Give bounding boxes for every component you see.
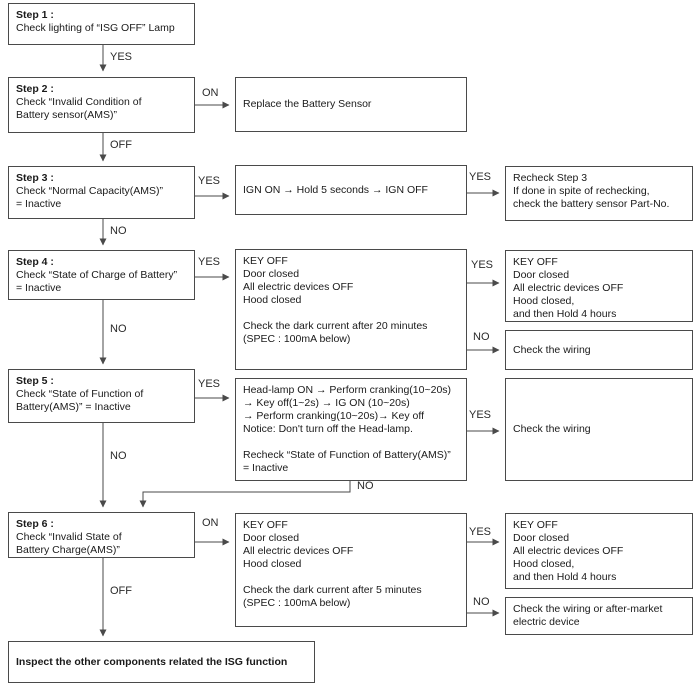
box-wiring-aftermarket: Check the wiring or after-market electri… [505,597,693,635]
hold4a-text-3: All electric devices OFF [513,282,624,294]
recheck3-text-2: If done in spite of rechecking, [513,185,650,197]
step4-title: Step 4 : [16,256,54,268]
hold4b-text-1: KEY OFF [513,519,558,531]
box-step3: Step 3 : Check “Normal Capacity(AMS)” = … [8,166,195,219]
wiring-aftermarket-text-1: Check the wiring or after-market [513,603,663,615]
headlamp-text-4: Notice: Don't turn off the Head-lamp. [243,423,413,435]
recheck3-text-3: check the battery sensor Part-No. [513,198,670,210]
arrow-step5-no-elbow [139,481,351,508]
step3-text-1: Check “Normal Capacity(AMS)” [16,185,164,197]
box-step4: Step 4 : Check “State of Charge of Batte… [8,250,195,300]
headlamp-text-3: → Perform cranking(10~20s)→ Key off [243,410,425,422]
step1-text: Check lighting of “ISG OFF” Lamp [16,22,175,34]
step6-text-1: Check “Invalid State of [16,531,122,543]
dark20-text-4: Hood closed [243,294,302,306]
label-step4-right-no: NO [473,331,490,343]
label-step1-yes: YES [110,51,133,63]
label-step6-right-no: NO [473,596,490,608]
replace-sensor-text: Replace the Battery Sensor [243,98,372,110]
step6-title: Step 6 : [16,518,54,530]
wiring-a-text: Check the wiring [513,343,591,356]
dark20-text-5: Check the dark current after 20 minutes [243,320,428,332]
dark20-text-2: Door closed [243,268,300,280]
wiring-aftermarket-text-2: electric device [513,616,580,628]
dark20-text-3: All electric devices OFF [243,281,354,293]
label-step4-right-yes: YES [471,259,494,271]
step3-text-2: = Inactive [16,198,62,210]
box-check-wiring-step5: Check the wiring [505,378,693,481]
label-step3-yes: YES [198,175,221,187]
dark5-text-5: Check the dark current after 5 minutes [243,584,422,596]
step4-text-1: Check “State of Charge of Battery” [16,269,178,281]
box-hold4-step6: KEY OFF Door closed All electric devices… [505,513,693,589]
step2-title: Step 2 : [16,83,54,95]
label-step2-on: ON [202,87,219,99]
box-step6: Step 6 : Check “Invalid State of Battery… [8,512,195,558]
hold4b-text-4: Hood closed, [513,558,575,570]
hold4b-text-3: All electric devices OFF [513,545,624,557]
dark5-text-6: (SPEC : 100mA below) [243,597,351,609]
recheck3-text-1: Recheck Step 3 [513,172,588,184]
step3-title: Step 3 : [16,172,54,184]
step1-title: Step 1 : [16,9,54,21]
box-dark-current-20: KEY OFF Door closed All electric devices… [235,249,467,370]
dark20-text-1: KEY OFF [243,255,288,267]
label-step2-off: OFF [110,139,132,151]
label-step5-right-yes: YES [469,409,492,421]
box-hold4-step4: KEY OFF Door closed All electric devices… [505,250,693,322]
dark5-text-3: All electric devices OFF [243,545,354,557]
dark5-text-1: KEY OFF [243,519,288,531]
box-final: Inspect the other components related the… [8,641,315,683]
step2-text-1: Check “Invalid Condition of [16,96,142,108]
headlamp-text-6: = Inactive [243,462,289,474]
hold4a-text-2: Door closed [513,269,570,281]
label-step6-on: ON [202,517,219,529]
hold4a-text-5: and then Hold 4 hours [513,308,617,320]
label-step3-right-yes: YES [469,171,492,183]
step6-text-2: Battery Charge(AMS)” [16,544,120,556]
step4-text-2: = Inactive [16,282,62,294]
hold4a-text-1: KEY OFF [513,256,558,268]
box-step1: Step 1 : Check lighting of “ISG OFF” Lam… [8,3,195,45]
box-dark-current-5: KEY OFF Door closed All electric devices… [235,513,467,627]
label-step5-yes: YES [198,378,221,390]
dark5-text-4: Hood closed [243,558,302,570]
dark20-text-6: (SPEC : 100mA below) [243,333,351,345]
dark5-text-2: Door closed [243,532,300,544]
box-recheck-step3: Recheck Step 3 If done in spite of reche… [505,166,693,221]
headlamp-text-5: Recheck “State of Function of Battery(AM… [243,449,451,461]
box-replace-sensor: Replace the Battery Sensor [235,77,467,132]
label-step5-elbow-no: NO [357,480,374,492]
final-text: Inspect the other components related the… [16,655,288,668]
hold4a-text-4: Hood closed, [513,295,575,307]
box-headlamp-test: Head-lamp ON → Perform cranking(10~20s) … [235,378,467,481]
box-step2: Step 2 : Check “Invalid Condition of Bat… [8,77,195,133]
step5-text-1: Check “State of Function of [16,388,144,400]
headlamp-text-1: Head-lamp ON → Perform cranking(10~20s) [243,384,452,396]
label-step5-no: NO [110,450,127,462]
step5-text-2: Battery(AMS)” = Inactive [16,401,131,413]
label-step3-no: NO [110,225,127,237]
label-step4-yes: YES [198,256,221,268]
label-step6-right-yes: YES [469,526,492,538]
hold4b-text-2: Door closed [513,532,570,544]
step5-title: Step 5 : [16,375,54,387]
hold4b-text-5: and then Hold 4 hours [513,571,617,583]
box-check-wiring-step4: Check the wiring [505,330,693,370]
wiring-b-text: Check the wiring [513,423,591,435]
step2-text-2: Battery sensor(AMS)” [16,109,117,121]
headlamp-text-2: → Key off(1~2s) → IG ON (10~20s) [243,397,410,409]
label-step6-off: OFF [110,585,132,597]
box-step5: Step 5 : Check “State of Function of Bat… [8,369,195,423]
label-step4-no: NO [110,323,127,335]
ign-cycle-text: IGN ON → Hold 5 seconds → IGN OFF [243,183,428,196]
box-ign-cycle: IGN ON → Hold 5 seconds → IGN OFF [235,165,467,215]
